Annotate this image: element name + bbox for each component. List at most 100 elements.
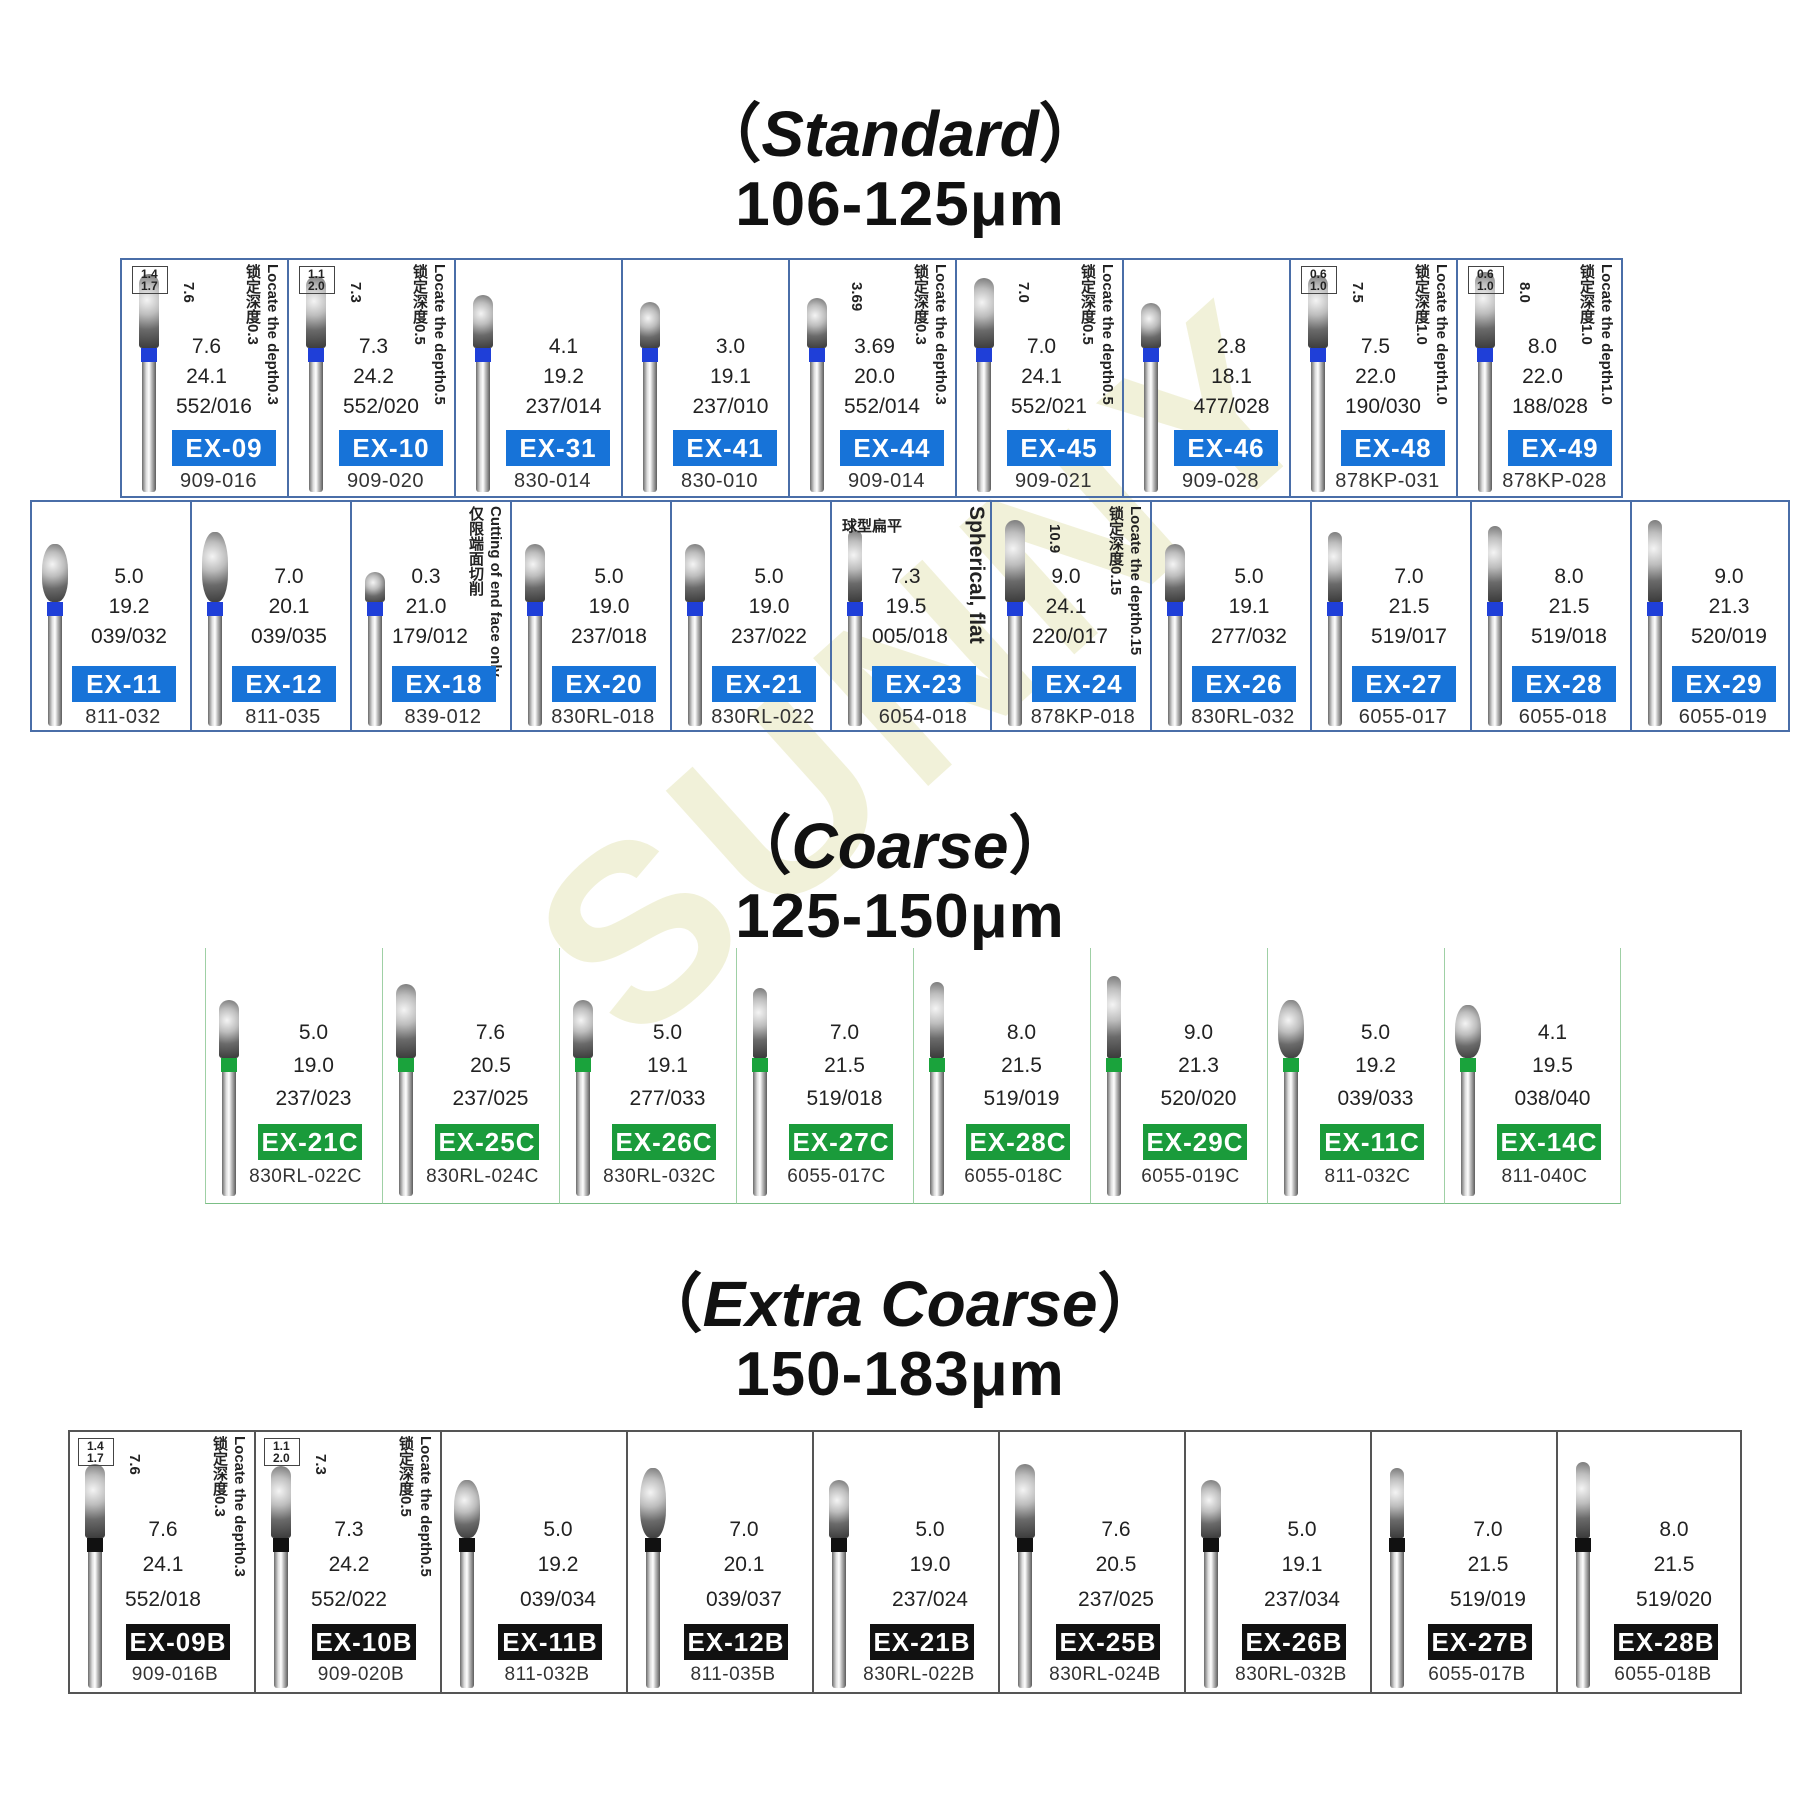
working-length: 9.0: [1051, 565, 1081, 588]
total-length: 21.5: [1388, 595, 1430, 618]
total-length: 24.1: [186, 365, 227, 388]
working-length: 7.0: [274, 565, 304, 588]
bur-image: [1570, 1432, 1600, 1692]
product-code-label: EX-26B: [1242, 1624, 1346, 1660]
iso-number: 811-032C: [1324, 1166, 1411, 1187]
grit-range: 106-125μm: [735, 170, 1065, 239]
iso-number: 830RL-022B: [863, 1664, 975, 1685]
shape-size: 520/020: [1160, 1087, 1237, 1110]
product-code-label: EX-28B: [1614, 1624, 1718, 1660]
bur-image: [804, 260, 834, 496]
shape-size: 552/022: [311, 1588, 387, 1611]
bur-image: [42, 502, 72, 730]
product-code-label: EX-25C: [435, 1124, 539, 1160]
note-chinese: 锁定深度0.5: [397, 1436, 414, 1517]
note-english: Locate the depth0.5: [1099, 264, 1116, 405]
standard-heading: （Standard） 106-125μm: [0, 98, 1800, 240]
gauge-value: 0.6: [1477, 267, 1494, 281]
working-length: 7.0: [729, 1518, 759, 1541]
total-length: 19.2: [537, 1553, 579, 1576]
gauge-value: 2.0: [273, 1451, 290, 1465]
working-length: 7.3: [334, 1518, 364, 1541]
shape-size: 552/014: [844, 395, 920, 418]
bur-image: [470, 260, 500, 496]
iso-number: 830RL-022C: [249, 1166, 362, 1187]
dimension-label: 7.6: [180, 282, 197, 303]
total-length: 19.2: [108, 595, 150, 618]
product-code-label: EX-14C: [1497, 1124, 1601, 1160]
iso-number: 878KP-028: [1502, 470, 1607, 492]
total-length: 19.2: [1355, 1054, 1396, 1077]
note-chinese: 锁定深度0.15: [1107, 506, 1124, 596]
working-length: 5.0: [298, 1021, 329, 1044]
shape-size: 519/019: [983, 1087, 1060, 1110]
shape-size: 237/025: [452, 1087, 529, 1110]
iso-number: 909-028: [1182, 470, 1259, 492]
product-code-label: EX-49: [1508, 430, 1612, 466]
working-length: 3.0: [715, 335, 746, 358]
iso-number: 811-040C: [1501, 1166, 1588, 1187]
product-code-label: EX-27B: [1428, 1624, 1532, 1660]
grade-title: （Coarse）: [727, 810, 1073, 882]
working-length: 5.0: [1360, 1021, 1391, 1044]
working-length: 8.0: [1527, 335, 1558, 358]
iso-number: 6055-017: [1358, 706, 1448, 728]
bur-image: [924, 948, 954, 1203]
product-code-label: EX-41: [673, 430, 777, 466]
total-length: 19.1: [710, 365, 751, 388]
bur-image: [1162, 502, 1192, 730]
bur-image: [682, 502, 712, 730]
dimension-label: 3.69: [848, 282, 865, 312]
bur-image: [1138, 260, 1168, 496]
iso-number: 830-010: [681, 470, 758, 492]
total-length: 19.5: [1532, 1054, 1573, 1077]
note-chinese: 锁定深度1.0: [1413, 264, 1430, 345]
gauge-value: 2.0: [308, 279, 325, 293]
shape-size: 039/032: [91, 625, 167, 648]
shape-size: 477/028: [1193, 395, 1270, 418]
working-length: 8.0: [1554, 565, 1584, 588]
working-length: 7.6: [475, 1021, 506, 1044]
iso-number: 6055-019C: [1141, 1166, 1240, 1187]
product-code-label: EX-18: [392, 666, 496, 702]
iso-number: 811-035: [245, 706, 321, 728]
bur-image: [1472, 260, 1502, 496]
grit-range: 150-183μm: [735, 1340, 1065, 1409]
dimension-label: 7.0: [1015, 282, 1032, 303]
product-code-label: EX-20: [552, 666, 656, 702]
total-length: 19.0: [909, 1553, 951, 1576]
total-length: 20.5: [1095, 1553, 1137, 1576]
iso-number: 830RL-032: [1191, 706, 1295, 728]
shape-size: 519/018: [1531, 625, 1607, 648]
product-code-label: EX-10: [339, 430, 443, 466]
note-english: Locate the depth0.5: [431, 264, 448, 405]
iso-number: 830RL-018: [551, 706, 655, 728]
note-english: Locate the depth0.3: [932, 264, 949, 405]
